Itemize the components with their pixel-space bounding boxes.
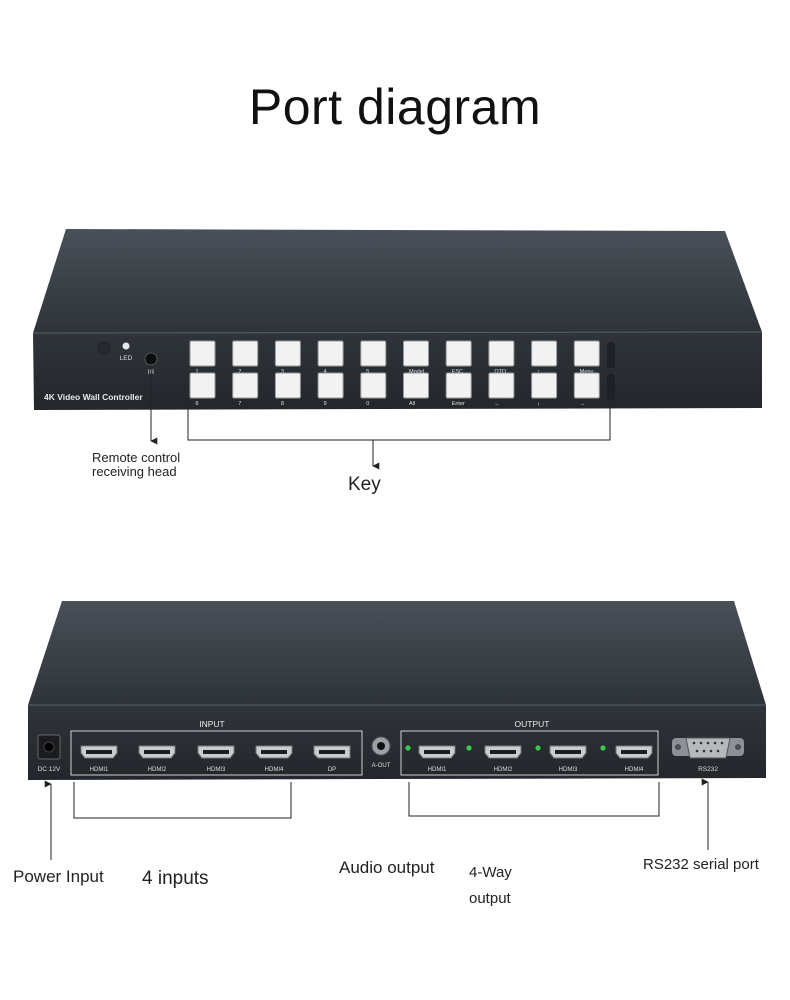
input-port-label: DP	[328, 767, 336, 773]
key-label: 3	[281, 369, 284, 375]
remote-annotation-line1: Remote control	[92, 450, 181, 465]
rear-face	[28, 705, 766, 780]
key-label: Menu	[580, 369, 594, 375]
remote-annotation-line2: receiving head	[92, 464, 177, 479]
power-input-annotation: Power Input	[13, 867, 104, 886]
key-button-bottom-1	[189, 372, 216, 399]
key-button-top-7	[445, 340, 472, 367]
front-device: LED IR 4K Video Wall Controller 12345Mod…	[32, 229, 763, 410]
output-port-label: HDMI3	[559, 767, 578, 773]
key-label: 7	[238, 401, 241, 407]
rear-top-surface	[28, 601, 766, 705]
input-ports: HDMI1 HDMI2 HDMI3 HDMI4 DP	[80, 745, 351, 773]
key-button-top-4	[317, 340, 344, 367]
led-indicator	[122, 342, 130, 350]
rear-device: DC 12V INPUT HDMI1 HDMI2 HDMI3 HDMI4 DP A-OU…	[28, 601, 766, 780]
key-label: 4	[324, 369, 327, 375]
audio-label: A-OUT	[372, 763, 391, 769]
four-way-line2: output	[469, 890, 511, 907]
key-button-top-6	[403, 340, 429, 367]
input-port-label: HDMI2	[148, 767, 167, 773]
output-ports: HDMI1 HDMI2 HDMI3 HDMI4	[405, 745, 653, 773]
four-way-output-annotation: 4-Way output	[469, 860, 512, 912]
output-led-1	[405, 745, 411, 751]
key-button-top-9	[531, 340, 558, 367]
rs232-port	[685, 737, 731, 759]
key-button-top-5	[360, 340, 387, 367]
input-header: INPUT	[199, 719, 225, 729]
key-label: ↑	[537, 369, 540, 375]
key-label: →	[580, 401, 586, 407]
front-slot-right-top	[607, 342, 615, 368]
key-annotation: Key	[348, 474, 381, 495]
input-port-label: HDMI1	[90, 767, 109, 773]
key-grid: 1 2 3 4 5 Model ESC OTO ↑ Menu 6 7 8 9 0 All Enter ← ↓ →	[189, 340, 600, 407]
key-label: Model	[409, 369, 424, 375]
remote-annotation: Remote control receiving head	[92, 451, 180, 479]
output-port-label: HDMI2	[494, 767, 513, 773]
key-label: 5	[366, 369, 369, 375]
key-button-bottom-7	[445, 372, 472, 399]
key-bracket	[187, 404, 611, 441]
key-label: 2	[238, 369, 241, 375]
key-button-bottom-4	[317, 372, 344, 399]
key-button-bottom-10	[573, 372, 600, 399]
key-button-bottom-3	[274, 372, 301, 399]
key-button-bottom-2	[232, 372, 259, 399]
rs232-annotation: RS232 serial port	[643, 856, 759, 873]
front-screw-left	[97, 341, 111, 355]
key-button-top-10	[573, 340, 600, 367]
four-way-line1: 4-Way	[469, 864, 512, 881]
output-led-3	[535, 745, 541, 751]
output-port-label: HDMI1	[428, 767, 447, 773]
key-button-top-8	[488, 340, 515, 367]
front-slot-right-bottom	[607, 374, 615, 400]
key-label: 8	[281, 401, 284, 407]
key-label: ←	[494, 401, 500, 407]
front-top-surface	[33, 229, 762, 333]
key-button-top-2	[232, 340, 259, 367]
output-led-2	[466, 745, 472, 751]
key-label: Enter	[452, 401, 465, 407]
key-button-bottom-5	[360, 372, 387, 399]
input-group-frame	[70, 730, 363, 776]
brand-label: 4K Video Wall Controller	[44, 392, 143, 402]
key-label: 0	[366, 401, 369, 407]
key-button-bottom-8	[488, 372, 515, 399]
outputs-bracket	[408, 782, 660, 817]
four-inputs-annotation: 4 inputs	[142, 868, 209, 889]
key-label: ESC	[452, 369, 463, 375]
key-label: OTO	[494, 369, 507, 375]
key-button-top-3	[274, 340, 301, 367]
key-button-bottom-9	[531, 372, 558, 399]
input-port-label: HDMI3	[207, 767, 226, 773]
ir-receiver	[144, 352, 158, 366]
key-button-bottom-6	[403, 372, 429, 399]
inputs-bracket	[73, 782, 292, 819]
key-label: 1	[196, 369, 199, 375]
led-label: LED	[120, 355, 133, 362]
key-label: All	[409, 401, 415, 407]
audio-output-annotation: Audio output	[339, 858, 435, 877]
input-port-label: HDMI4	[265, 767, 284, 773]
key-button-top-1	[189, 340, 216, 367]
output-header: OUTPUT	[515, 719, 550, 729]
output-group-frame	[400, 730, 659, 776]
page-title: Port diagram	[248, 79, 542, 135]
key-label: 9	[324, 401, 327, 407]
key-label: 6	[196, 401, 199, 407]
rs232-label: RS232	[698, 766, 718, 773]
power-label: DC 12V	[38, 766, 61, 773]
key-label: ↓	[537, 401, 540, 407]
output-port-label: HDMI4	[625, 767, 644, 773]
output-led-4	[600, 745, 606, 751]
